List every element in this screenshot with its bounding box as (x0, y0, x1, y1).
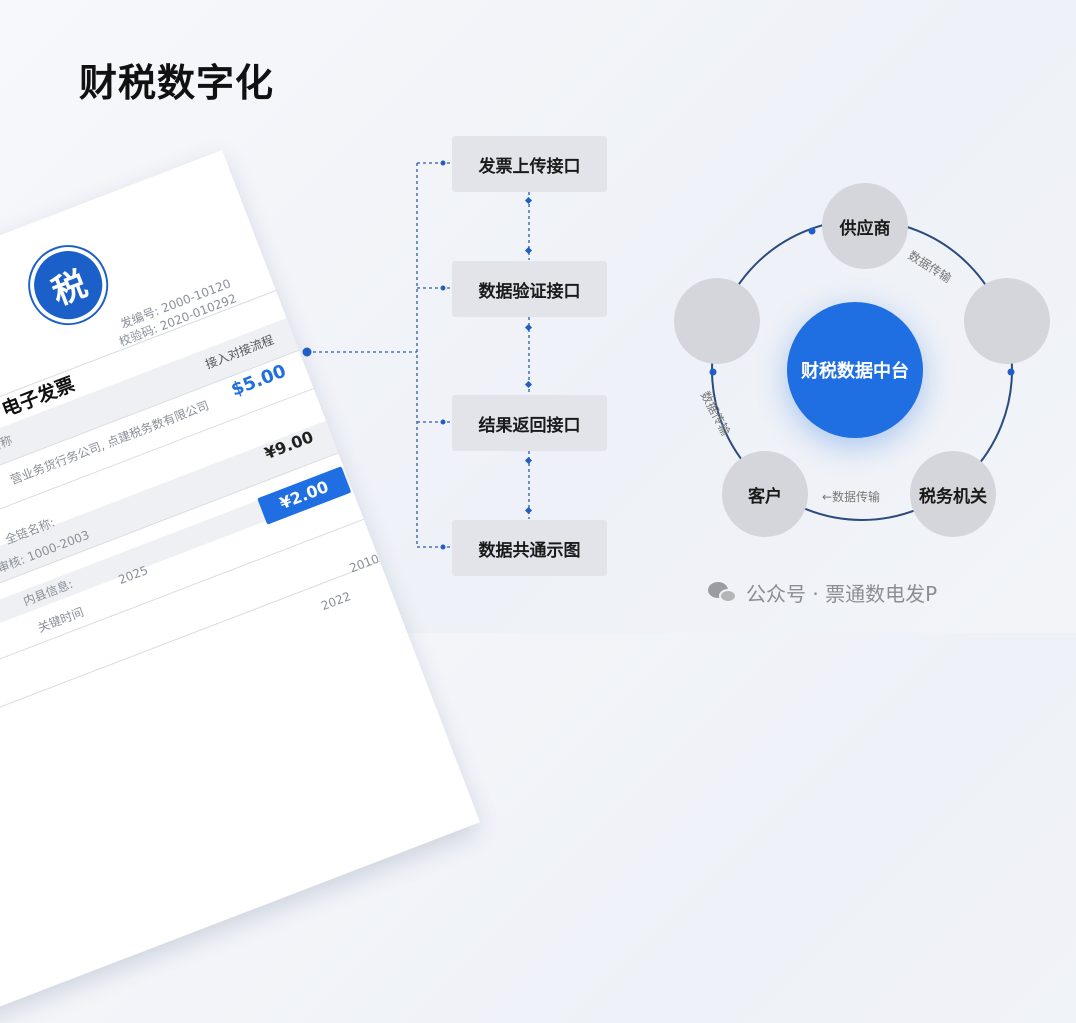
flow-step-upload: 发票上传接口 (452, 136, 607, 192)
page-title: 财税数字化 (79, 61, 275, 105)
flow-step-verify: 数据验证接口 (452, 261, 607, 317)
edge-label-bottom: ←数据传输 (822, 490, 881, 504)
watermark: 公众号 · 票通数电发P (708, 578, 937, 607)
wechat-icon (708, 581, 738, 604)
node-tax-authority: 税务机关 (910, 451, 996, 537)
data-center-hub: 财税数据中台 (787, 302, 923, 438)
node-customer: 客户 (722, 451, 808, 537)
node-supplier: 供应商 (822, 183, 908, 269)
flow-step-return: 结果返回接口 (452, 395, 607, 451)
watermark-text: 公众号 · 票通数电发P (746, 582, 938, 606)
node-empty-left (674, 278, 760, 364)
node-empty-right (964, 278, 1050, 364)
flow-step-share: 数据共通示图 (452, 520, 607, 576)
connector-dot (302, 347, 312, 357)
